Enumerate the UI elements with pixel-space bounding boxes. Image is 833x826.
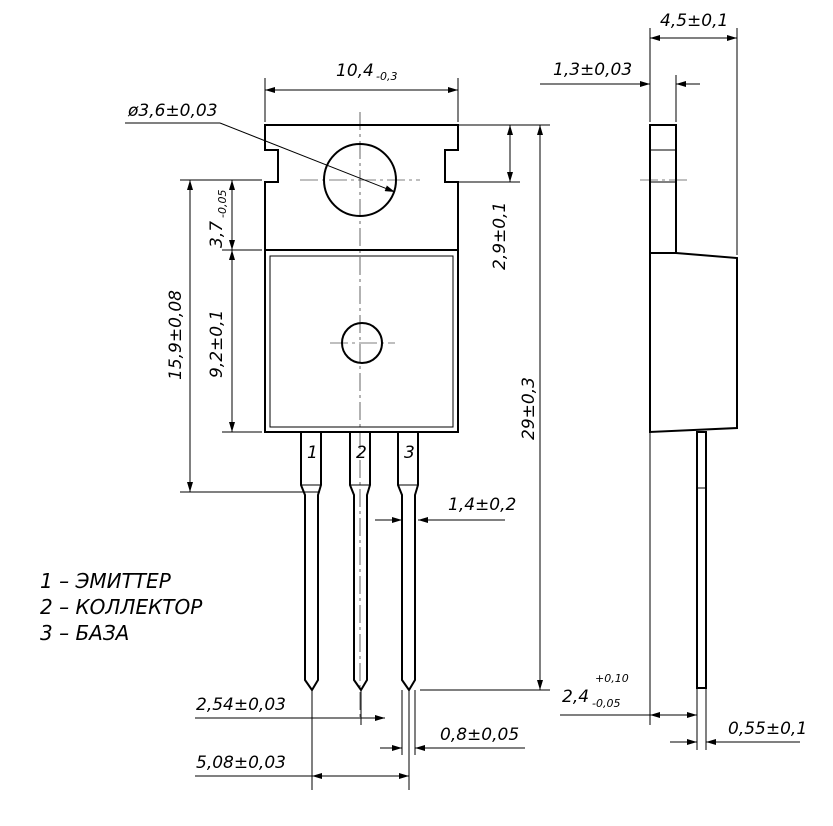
front-view [264,112,459,720]
side-view [640,124,738,689]
dim-body-height: 9,2±0,1 [207,310,227,378]
dim-lead-thickness-tol-top: +0,10 [595,672,629,685]
legend-item-collector: 2 – КОЛЛЕКТОР [40,595,203,619]
side-body [649,252,738,434]
dim-pitch: 2,54±0,03 [196,695,286,715]
dim-width-top-tol: -0,3 [376,70,397,83]
legend-item-emitter: 1 – ЭМИТТЕР [40,569,171,593]
dim-hole-offset: 2,9±0,1 [490,202,510,270]
dim-width-top: 10,4 [336,61,374,81]
lead-3 [397,432,419,692]
side-lead [696,431,707,689]
dim-hole-diameter: ø3,6±0,03 [127,101,218,121]
dim-tab-height: 3,7 [207,221,227,248]
pin-label-2: 2 [356,443,367,463]
pin-label-3: 3 [404,443,415,463]
dim-overall-length: 29±0,3 [519,377,539,440]
body-inner-edge [269,255,454,428]
dim-lead-thickness-tol-bot: -0,05 [592,697,620,710]
pin-label-1: 1 [307,443,318,463]
dim-lead-thickness-side: 0,55±0,1 [728,719,807,739]
dim-side-thickness: 4,5±0,1 [660,11,728,31]
dim-tab-thickness: 1,3±0,03 [553,60,632,80]
legend-item-base: 3 – БАЗА [40,621,130,645]
lead-1 [300,432,322,692]
dim-tab-height-tol: -0,05 [216,190,229,218]
dim-pitch-double: 5,08±0,03 [196,753,286,773]
dim-lead-spacing: 1,4±0,2 [448,495,516,515]
dim-lead-thickness-main: 2,4 [562,687,589,707]
dim-lead-width: 0,8±0,05 [440,725,519,745]
pin-legend: 1 – ЭМИТТЕР 2 – КОЛЛЕКТОР 3 – БАЗА [40,568,202,646]
dim-body-height-total: 15,9±0,08 [166,290,186,380]
body-outline [264,249,459,433]
side-tab [649,124,677,254]
